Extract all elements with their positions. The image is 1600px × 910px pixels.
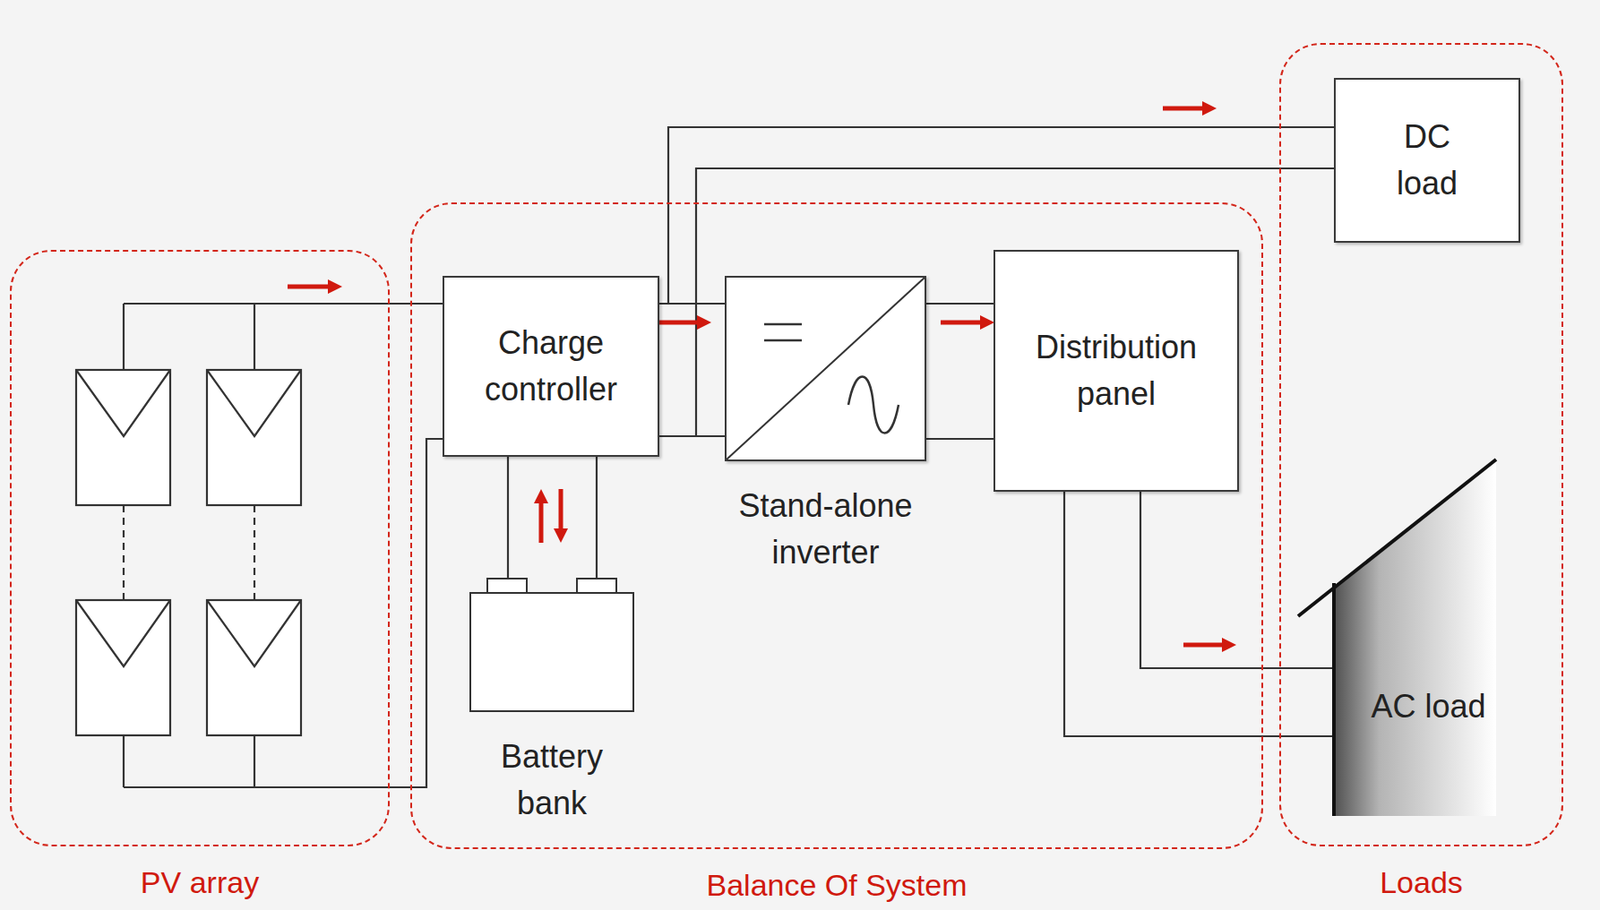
flow-arrowhead <box>980 315 995 330</box>
wire <box>1140 491 1334 669</box>
node-label: Charge controller <box>444 319 658 413</box>
flow-arrow <box>940 320 981 326</box>
flow-arrowhead <box>553 528 568 543</box>
wire <box>507 456 509 578</box>
node-label: Distribution panel <box>995 324 1238 418</box>
wire <box>659 435 725 438</box>
pv-module <box>206 600 302 736</box>
battery-terminal <box>576 578 617 594</box>
pv-module-mark <box>76 369 171 437</box>
string-dashed <box>122 505 125 601</box>
node-label: DC load <box>1389 113 1465 207</box>
battery-terminal <box>487 578 527 594</box>
pv-module <box>76 600 171 736</box>
pv-module-mark <box>76 600 171 667</box>
battery-symbol: Battery bank <box>469 577 635 713</box>
string-wire <box>122 303 125 370</box>
process-box: Charge controller <box>442 275 660 457</box>
house-wall <box>1332 583 1336 817</box>
flow-arrowhead <box>1221 637 1237 653</box>
pv-module <box>206 369 302 506</box>
wire <box>926 302 994 305</box>
wire-pair <box>926 303 995 439</box>
symbol <box>1333 459 1514 817</box>
pv-module <box>76 369 171 506</box>
wire <box>123 438 443 788</box>
node-label: Battery bank <box>489 733 615 827</box>
region-group: Balance Of SystemCharge controllerBatter… <box>410 202 1264 850</box>
region-group: LoadsDC loadAC load <box>1279 43 1564 847</box>
wire <box>123 302 443 305</box>
node-label: Loads <box>1379 866 1463 900</box>
string-wire <box>122 734 125 788</box>
dc-symbol <box>764 339 802 343</box>
symbol <box>469 577 635 713</box>
wire <box>926 438 994 440</box>
flow-arrowhead <box>327 279 343 294</box>
dc-symbol <box>764 323 802 327</box>
string-wire <box>253 734 256 788</box>
flow-arrow <box>539 503 544 543</box>
flow-arrowhead <box>1202 101 1217 116</box>
house-shade <box>1333 459 1497 817</box>
flow-arrow <box>287 284 328 290</box>
pv-module-mark <box>206 369 302 437</box>
process-box: Distribution panel <box>993 249 1239 492</box>
battery-body <box>470 593 634 712</box>
wire-pair <box>1064 491 1334 737</box>
flow-arrowhead <box>533 489 549 504</box>
house-load: AC load <box>1333 459 1514 817</box>
flow-arrow <box>1183 643 1222 648</box>
flow-arrowhead <box>696 315 712 330</box>
house-roof <box>1298 459 1497 617</box>
flow-arrow <box>1162 106 1203 112</box>
pv-module-mark <box>206 600 302 667</box>
wire-pair <box>507 456 597 578</box>
node-label: Stand-alone inverter <box>727 482 925 577</box>
inverter-diagonal <box>726 277 925 460</box>
wire <box>659 302 725 305</box>
wire-pair <box>658 303 725 437</box>
ac-symbol <box>848 377 899 434</box>
symbol <box>726 277 925 460</box>
region-group: PV array <box>9 249 390 847</box>
inverter-box: Stand-alone inverter <box>724 275 927 462</box>
node-label: AC load <box>1342 683 1514 731</box>
string-wire <box>253 303 256 370</box>
node-label: Balance Of System <box>705 868 967 903</box>
string-dashed <box>253 505 256 601</box>
flow-arrow <box>658 320 697 326</box>
wire <box>1064 491 1334 737</box>
wire <box>595 456 598 578</box>
wire-pair <box>123 279 443 788</box>
flow-arrow <box>559 489 564 529</box>
node-label: PV array <box>140 866 259 900</box>
load-box: DC load <box>1333 77 1521 243</box>
